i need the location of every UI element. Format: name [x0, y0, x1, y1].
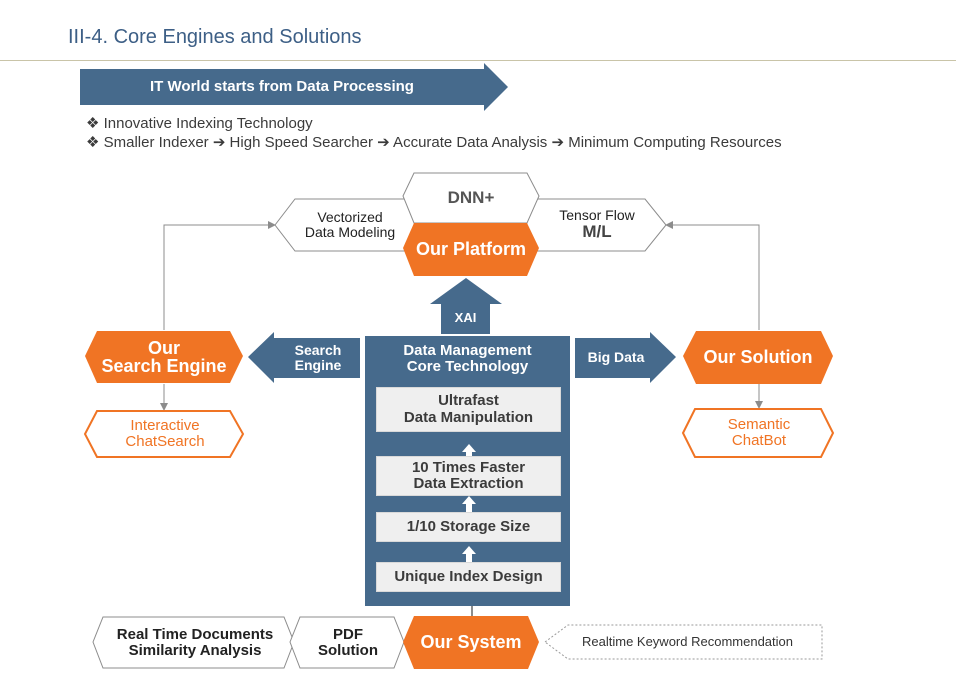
documents-line2: Similarity Analysis [128, 642, 262, 659]
solution-label: Our Solution [703, 346, 813, 367]
page-title: III-4. Core Engines and Solutions [68, 26, 362, 48]
big-data-label: Big Data [587, 349, 645, 366]
core-up-arrow-2 [462, 496, 476, 512]
platform-label: Our Platform [415, 238, 526, 259]
xai-label: XAI [454, 309, 477, 325]
chatbot-line1: Semantic [727, 415, 791, 433]
hex-system [403, 616, 539, 669]
core-box-extraction-line1: 10 Times Faster [411, 458, 526, 476]
search-engine-arrow-line2: Engine [294, 357, 342, 373]
core-box-storage: 1/10 Storage Size [376, 512, 561, 542]
documents-label: Real Time Documents Similarity Analysis [100, 620, 290, 666]
core-box-ultrafast-line2: Data Manipulation [403, 408, 534, 426]
core-title: Data Management Core Technology [365, 341, 570, 377]
search-engine-arrow [248, 332, 360, 383]
bullet-indexing: ❖ Innovative Indexing Technology [86, 115, 313, 132]
xai-arrow [430, 278, 502, 334]
hex-chatbot [681, 408, 835, 458]
big-data-arrow [575, 332, 676, 383]
core-box-ultrafast: Ultrafast Data Manipulation [376, 387, 561, 432]
tensorflow-label: Tensor Flow M/L [532, 203, 662, 247]
search-engine-line2: Search Engine [101, 356, 227, 376]
core-box-ultrafast-line1: Ultrafast [438, 392, 499, 409]
core-box-extraction: 10 Times Faster Data Extraction [376, 456, 561, 496]
connector-right-up [665, 221, 760, 330]
core-title-line2: Core Technology [406, 358, 529, 375]
dnn-label: DNN+ [447, 187, 495, 207]
documents-line1: Real Time Documents [116, 625, 274, 643]
core-box-extraction-line2: Data Extraction [413, 475, 524, 492]
vectorized-line2: Data Modeling [304, 224, 396, 240]
search-engine-line1: Our [147, 338, 180, 358]
bullet-pipeline: ❖ Smaller Indexer ➔ High Speed Searcher … [86, 134, 782, 151]
core-up-arrow-1 [462, 444, 476, 456]
chatbot-line2: ChatBot [731, 432, 787, 449]
keyword-label: Realtime Keyword Recommendation [582, 633, 793, 649]
system-label: Our System [420, 631, 522, 652]
banner-label: IT World starts from Data Processing [150, 77, 414, 95]
search-engine-arrow-label: Search Engine [276, 338, 360, 378]
title-divider [0, 60, 956, 61]
core-box-index: Unique Index Design [376, 562, 561, 592]
keyword-arrow [544, 624, 823, 660]
chatbot-label: Semantic ChatBot [690, 411, 828, 455]
hex-platform [403, 223, 539, 276]
connector-left-up [163, 221, 276, 330]
search-engine-arrow-line1: Search [294, 341, 342, 358]
tensorflow-line1: Tensor Flow [559, 206, 635, 223]
pdf-line1: PDF [333, 625, 363, 643]
pdf-line2: Solution [318, 642, 378, 659]
pdf-label: PDF Solution [298, 620, 398, 666]
tensorflow-line2: M/L [582, 222, 612, 242]
hex-solution [683, 331, 833, 384]
hex-search-engine [85, 331, 243, 383]
chatsearch-line1: Interactive [130, 416, 200, 434]
core-up-arrow-3 [462, 546, 476, 562]
hex-chatsearch [83, 410, 245, 458]
search-engine-label: Our Search Engine [85, 331, 243, 383]
vectorized-line1: Vectorized [317, 208, 383, 225]
core-title-line1: Data Management [403, 341, 532, 359]
vectorized-label: Vectorized Data Modeling [290, 205, 410, 245]
chatsearch-label: Interactive ChatSearch [95, 413, 235, 455]
chatsearch-line2: ChatSearch [125, 433, 205, 450]
banner-arrow [80, 63, 508, 111]
